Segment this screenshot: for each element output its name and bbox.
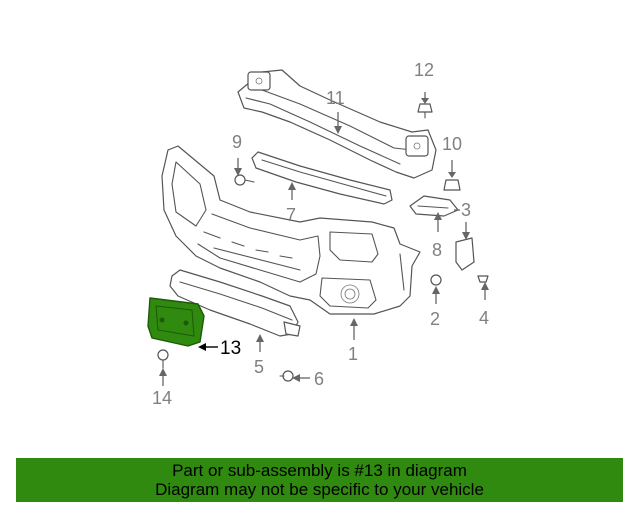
- fastener-14: [157, 349, 169, 369]
- part-11-reinforcement-beam: [237, 69, 437, 179]
- fastener-9: [234, 174, 255, 186]
- callout-7: 7: [286, 205, 296, 225]
- fastener-6: [279, 370, 294, 382]
- info-banner: Part or sub-assembly is #13 in diagram D…: [16, 458, 623, 502]
- fastener-2: [430, 274, 442, 286]
- banner-line-2: Diagram may not be specific to your vehi…: [155, 480, 484, 499]
- parts-diagram: 1 2 3 4 5 6 7 8 9 10 11 12 13 14: [147, 60, 489, 408]
- leader-arrows: [159, 92, 489, 386]
- callout-5: 5: [254, 357, 264, 377]
- callout-12: 12: [414, 60, 434, 80]
- callout-10: 10: [442, 134, 462, 154]
- part-3-side-clip: [455, 237, 475, 271]
- callout-8: 8: [432, 240, 442, 260]
- part-5-lower-bar: [169, 269, 301, 337]
- part-8-bracket: [409, 195, 459, 217]
- part-13-license-bracket: [147, 297, 205, 347]
- callout-6: 6: [314, 369, 324, 389]
- fastener-10: [443, 179, 461, 191]
- callout-14: 14: [152, 388, 172, 408]
- fastener-12: [417, 103, 433, 119]
- part-1-bumper-cover: [161, 145, 421, 315]
- callout-1: 1: [348, 344, 358, 364]
- callout-11: 11: [326, 88, 345, 108]
- callout-13: 13: [220, 338, 241, 359]
- fastener-4: [477, 275, 489, 283]
- callout-4: 4: [479, 308, 489, 328]
- banner-line-1: Part or sub-assembly is #13 in diagram: [172, 461, 467, 480]
- callout-3: 3: [461, 200, 471, 220]
- callout-2: 2: [430, 309, 440, 329]
- callout-9: 9: [232, 132, 242, 152]
- part-7-absorber: [251, 151, 393, 205]
